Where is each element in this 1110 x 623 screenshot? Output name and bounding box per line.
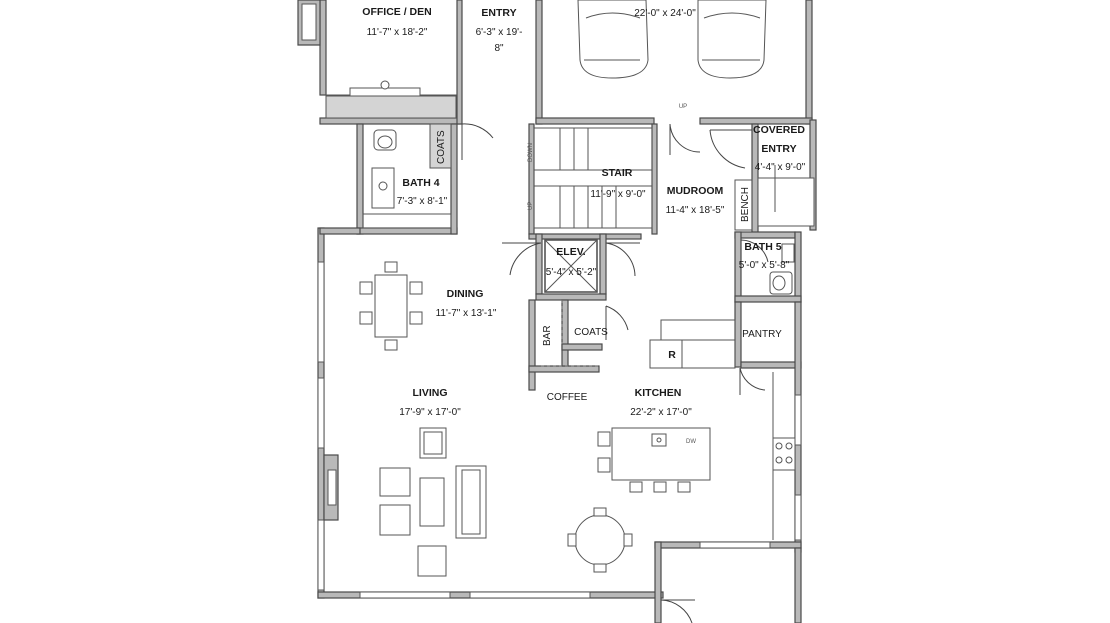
- mudroom-dims: 11-4" x 18'-5": [666, 205, 725, 216]
- car-left-icon: [577, 0, 649, 79]
- bar-coats: BAR COATS: [542, 325, 608, 346]
- garage-up-label: UP: [679, 104, 687, 110]
- car-right-icon: [697, 0, 767, 79]
- garage: 22'-0" x 24'-0" UP: [577, 0, 767, 110]
- stair-label: STAIR: [602, 167, 633, 179]
- entry-dims-line2: 8": [494, 43, 504, 54]
- dining: DINING 11'-7" x 13'-1": [359, 261, 497, 351]
- stair-down-label: DOWN: [528, 143, 534, 162]
- covered-entry-label-1: COVERED: [753, 124, 805, 136]
- doors: [461, 123, 769, 623]
- elevator: ELEV. 5'-4" x 5'-2": [544, 239, 598, 293]
- mudroom-label: MUDROOM: [667, 185, 724, 197]
- walls: [297, 0, 817, 623]
- entry: ENTRY 6'-3" x 19'- 8": [476, 7, 523, 54]
- office-label: OFFICE / DEN: [362, 6, 431, 18]
- coffee-label: COFFEE: [547, 392, 588, 403]
- living-dims: 17'-9" x 17'-0": [399, 407, 461, 418]
- pantry: R PANTRY: [649, 319, 782, 369]
- office-den: OFFICE / DEN 11'-7" x 18'-2": [325, 6, 457, 119]
- entry-label: ENTRY: [481, 7, 516, 19]
- kitchen-label: KITCHEN: [635, 387, 682, 399]
- bath-4: COATS BATH 4 7'-3" x 8'-1": [362, 123, 452, 229]
- dw-label: DW: [686, 439, 696, 445]
- elev-label: ELEV.: [556, 246, 585, 258]
- fridge-label: R: [668, 349, 676, 361]
- elev-dims: 5'-4" x 5'-2": [546, 267, 597, 278]
- stair: DOWN UP STAIR 11'-9" x 9'-0": [528, 127, 653, 229]
- stair-dims: 11'-9" x 9'-0": [590, 189, 646, 200]
- entry-dims-line1: 6'-3" x 19'-: [476, 27, 523, 38]
- coats-lower-label: COATS: [574, 327, 608, 338]
- living-label: LIVING: [412, 387, 447, 399]
- bar-label: BAR: [542, 325, 553, 346]
- bath4-dims: 7'-3" x 8'-1": [397, 196, 448, 207]
- covered-entry-label-2: ENTRY: [761, 143, 796, 155]
- kitchen-dims: 22'-2" x 17'-0": [630, 407, 692, 418]
- living: LIVING 17'-9" x 17'-0" COFFEE: [379, 387, 588, 577]
- bench-label: BENCH: [740, 187, 751, 222]
- bath5-dims: 5'-0" x 5'-8": [739, 260, 790, 271]
- bath5-label: BATH 5: [744, 241, 781, 253]
- dining-label: DINING: [447, 288, 484, 300]
- pantry-label: PANTRY: [742, 329, 782, 340]
- bath4-label: BATH 4: [402, 177, 439, 189]
- stair-up-label: UP: [528, 202, 534, 210]
- bath-5: BATH 5 5'-0" x 5'-8": [739, 241, 795, 295]
- mudroom: BENCH MUDROOM 11-4" x 18'-5" COVERED ENT…: [666, 124, 815, 231]
- kitchen: DW KITCHEN 22'-2" x 17'-0": [567, 372, 796, 573]
- garage-dims: 22'-0" x 24'-0": [634, 8, 696, 19]
- covered-entry-dims: 4'-4" x 9'-0": [755, 162, 806, 173]
- dining-dims: 11'-7" x 13'-1": [436, 308, 497, 319]
- dashed-lines: [541, 300, 599, 367]
- office-dims: 11'-7" x 18'-2": [367, 27, 428, 38]
- coats-upper-label: COATS: [436, 130, 447, 164]
